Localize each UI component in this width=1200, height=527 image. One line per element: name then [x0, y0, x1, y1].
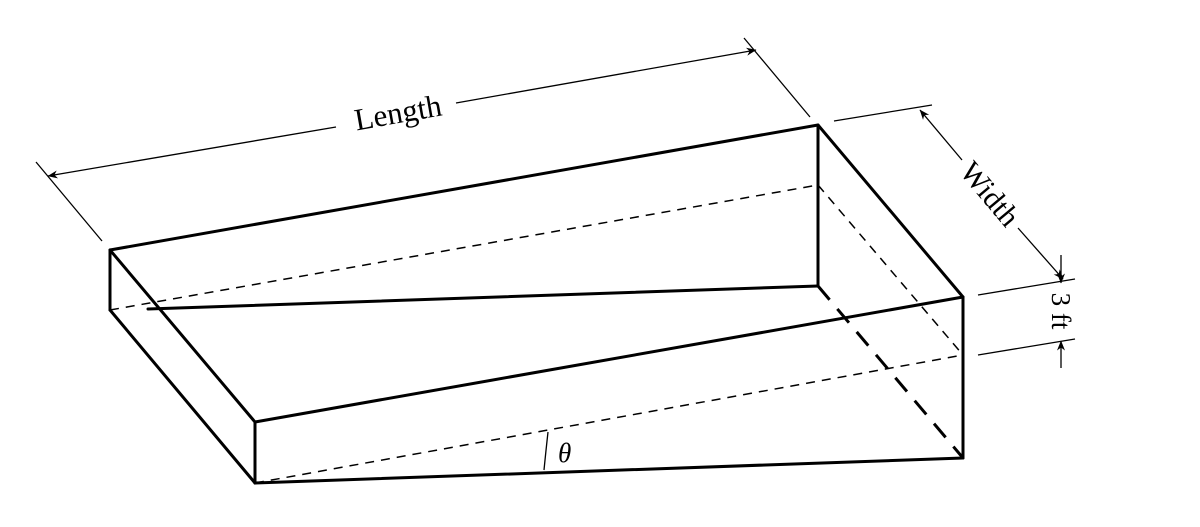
width-arrow-bottom — [1017, 227, 1064, 280]
depth-label: 3 ft — [1046, 293, 1076, 330]
top-rim — [108, 123, 965, 424]
length-arrow-right — [455, 47, 757, 104]
sloped-floor-edge — [146, 284, 820, 311]
hidden-bottom-back-line — [254, 354, 964, 484]
width-dimension: Width — [833, 104, 1076, 296]
tank-edges — [108, 123, 965, 485]
width-extension-top — [833, 104, 933, 122]
bottom-slope-edge — [253, 456, 965, 485]
hidden-floor-edge — [816, 285, 965, 459]
width-label: Width — [953, 155, 1026, 233]
hidden-edges — [109, 184, 965, 484]
length-label: Length — [352, 88, 445, 138]
length-dimension: Length — [35, 37, 811, 242]
length-extension-left — [35, 161, 103, 242]
length-arrow-left — [47, 126, 337, 179]
slope-angle: θ — [543, 431, 571, 471]
width-arrow-top — [919, 109, 963, 161]
hidden-right-top-line — [817, 184, 964, 356]
depth-dimension: 3 ft — [977, 255, 1076, 368]
angle-arc — [543, 431, 549, 471]
front-bottom-edge — [108, 308, 257, 485]
theta-label: θ — [558, 438, 571, 468]
hidden-top-back-line — [109, 184, 819, 311]
